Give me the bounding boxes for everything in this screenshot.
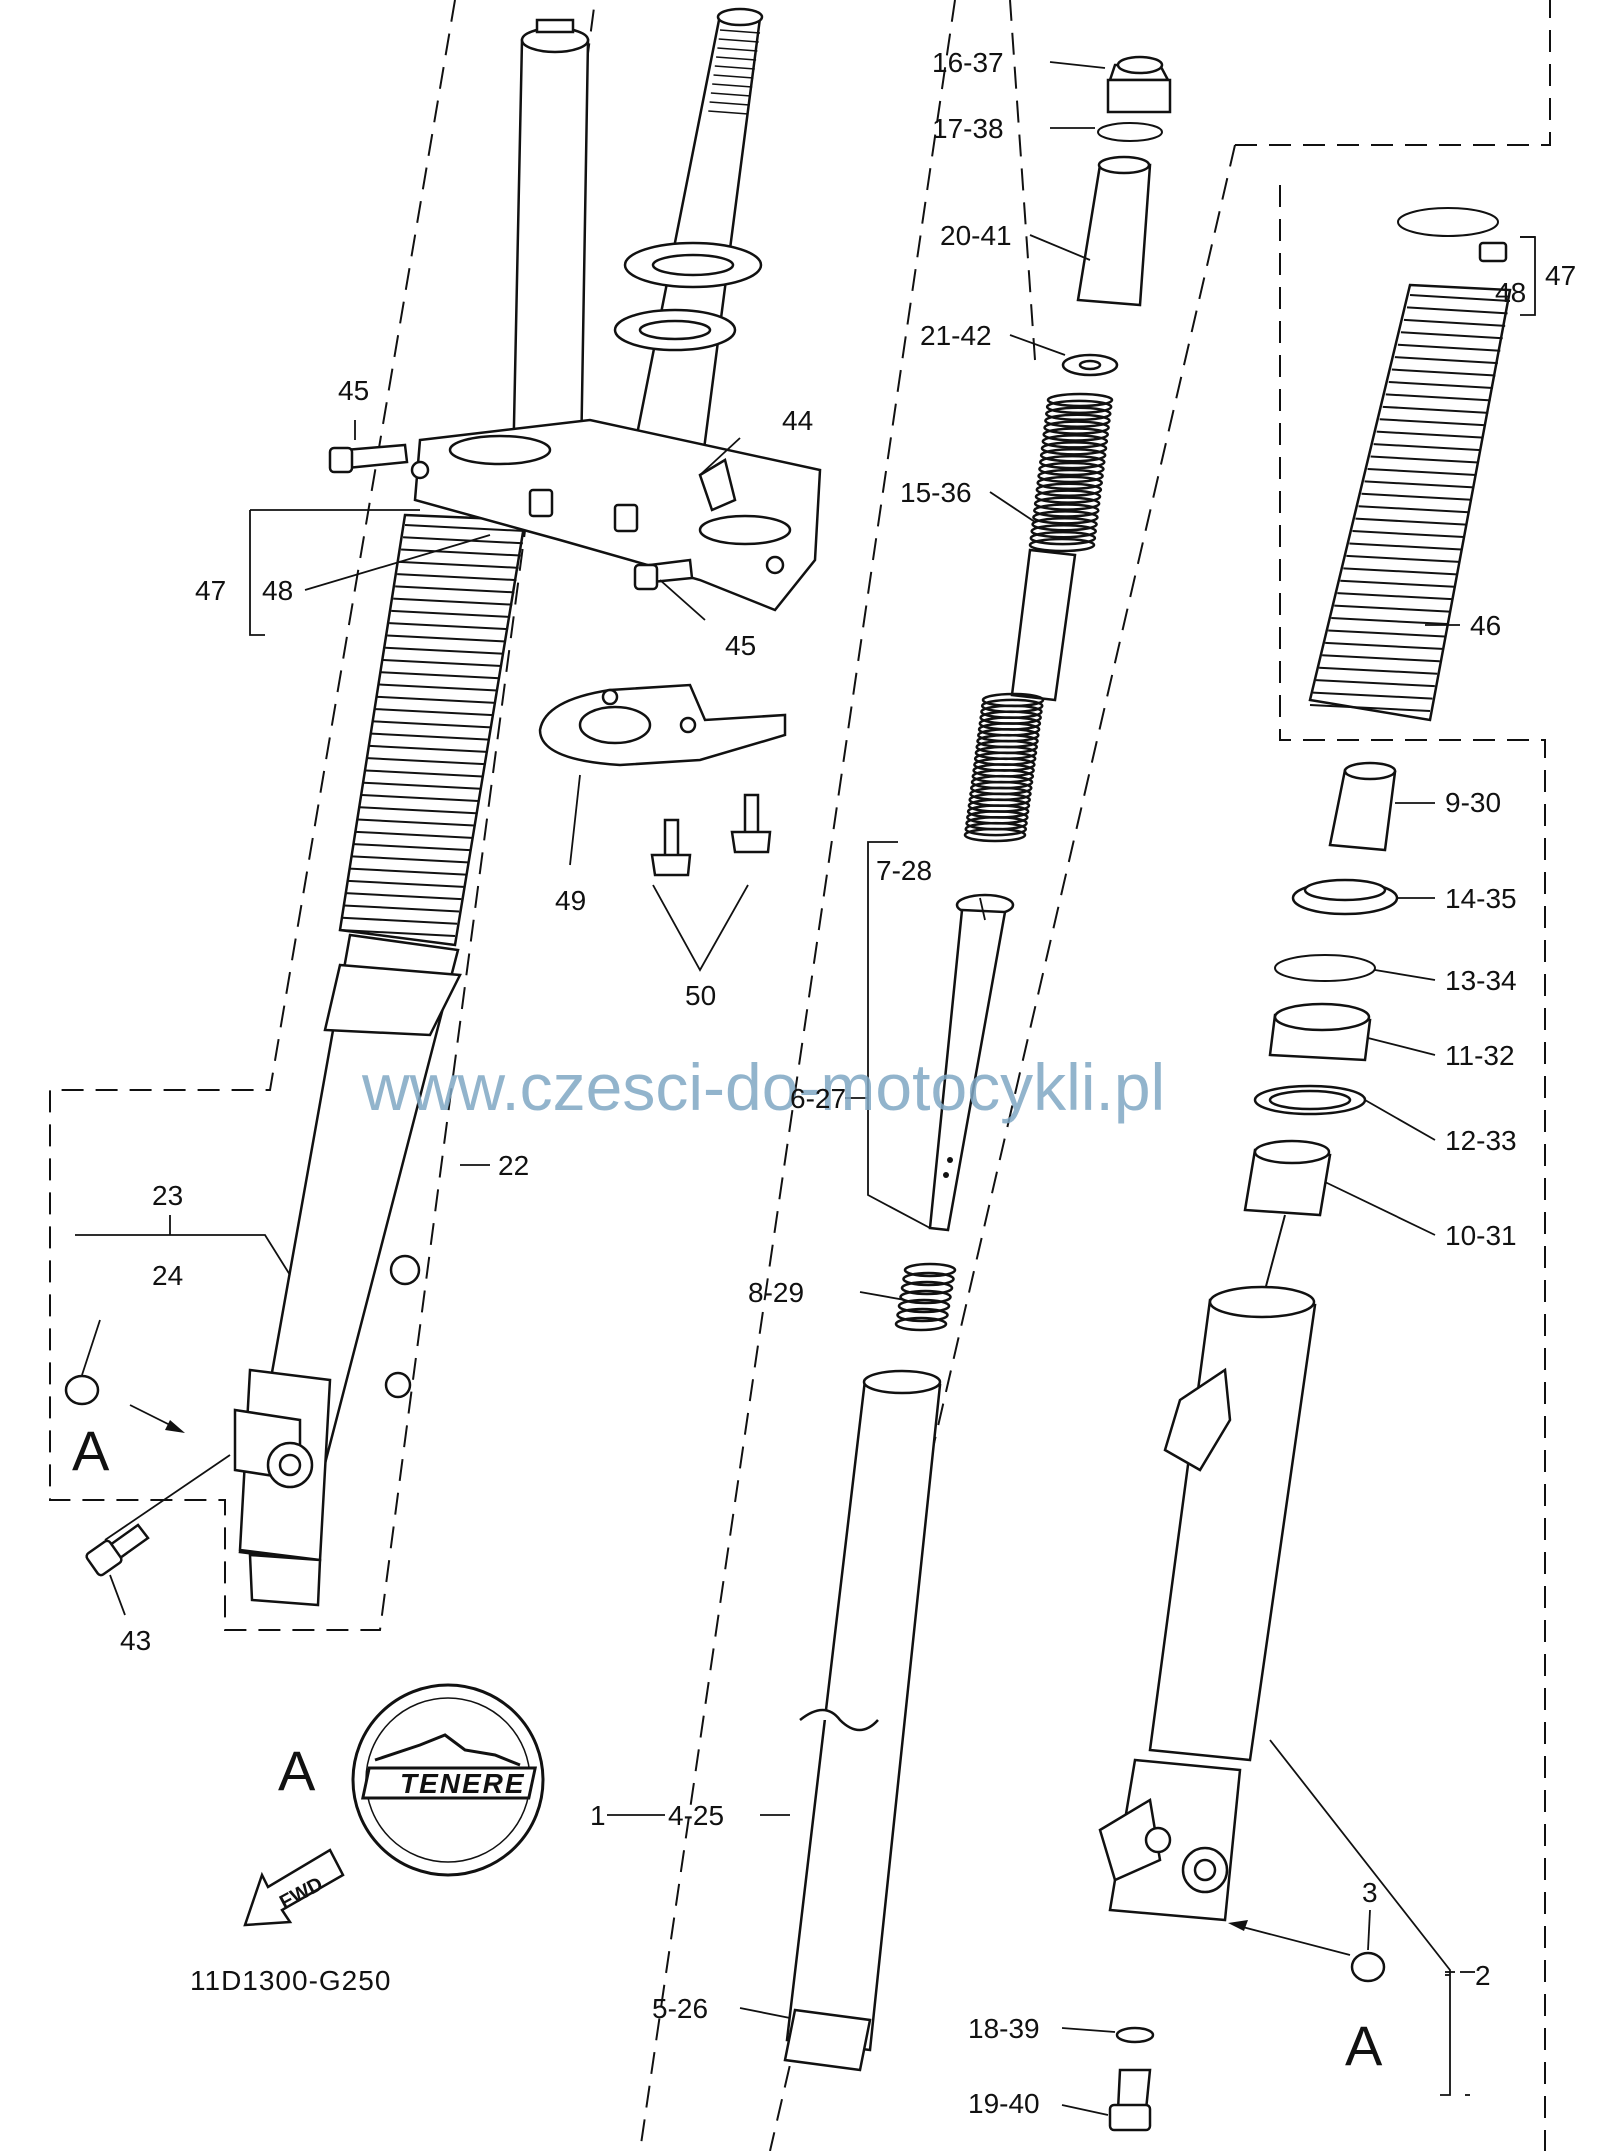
leader-lines (75, 61, 1536, 2116)
callout-23: 23 (152, 1180, 183, 1211)
callout-10-31: 10-31 (1445, 1220, 1517, 1251)
center-internals (783, 55, 1172, 2132)
right-fork-assembly (1098, 207, 1512, 1922)
callout-45-lower: 45 (725, 630, 756, 661)
callout-4-25: 4-25 (668, 1800, 724, 1831)
view-letter-right: A (1345, 2014, 1383, 2077)
tenere-emblem: TENERE (351, 1683, 545, 1877)
callout-20-41: 20-41 (940, 220, 1012, 251)
callout-7-28: 7-28 (876, 855, 932, 886)
watermark: www.czesci-do-motocykli.pl (361, 1050, 1165, 1124)
left-boot-ribs (339, 524, 526, 937)
callout-45-upper: 45 (338, 375, 369, 406)
callout-2: 2 (1475, 1960, 1491, 1991)
steering-stem (613, 7, 764, 482)
callout-5-26: 5-26 (652, 1993, 708, 2024)
callout-19-40: 19-40 (968, 2088, 1040, 2119)
callout-47-right: 47 (1545, 260, 1576, 291)
callout-50: 50 (685, 980, 716, 1011)
stem-threads (708, 29, 761, 115)
view-letter-left: A (72, 1419, 110, 1482)
callout-15-36: 15-36 (900, 477, 972, 508)
callout-18-39: 18-39 (968, 2013, 1040, 2044)
callout-14-35: 14-35 (1445, 883, 1517, 914)
callout-44: 44 (782, 405, 813, 436)
callout-16-37: 16-37 (932, 47, 1004, 78)
catalog-code: 11D1300-G250 (190, 1965, 391, 1996)
bolts-45 (328, 443, 694, 591)
callout-46: 46 (1470, 610, 1501, 641)
fwd-arrow: FWD (243, 1848, 345, 1927)
handlebar-holder-49 (538, 683, 787, 767)
spring-8-29 (894, 1262, 957, 1332)
cap-24 (64, 1374, 100, 1406)
callout-48-left: 48 (262, 575, 293, 606)
callout-21-42: 21-42 (920, 320, 992, 351)
callout-43: 43 (120, 1625, 151, 1656)
callout-48-right: 48 (1495, 277, 1526, 308)
emblem-text: TENERE (400, 1768, 526, 1799)
upper-bracket-44 (410, 418, 822, 612)
right-boot-ribs (1309, 294, 1511, 712)
bolt-43 (85, 1523, 150, 1577)
callout-24: 24 (152, 1260, 183, 1291)
callout-13-34: 13-34 (1445, 965, 1517, 996)
callout-47-left: 47 (195, 575, 226, 606)
callout-49: 49 (555, 885, 586, 916)
callout-22: 22 (498, 1150, 529, 1181)
callout-12-33: 12-33 (1445, 1125, 1517, 1156)
callouts: 1 2 3 4-25 5-26 6-27 7-28 8-29 9-30 10-3… (120, 47, 1576, 2119)
callout-11-32: 11-32 (1445, 1040, 1515, 1071)
spring-15-36 (1028, 392, 1114, 553)
left-fork-assembly (233, 18, 590, 1607)
callout-8-29: 8-29 (748, 1277, 804, 1308)
callout-6-27: 6-27 (790, 1083, 846, 1114)
callout-1: 1 (590, 1800, 606, 1831)
view-letter-emblem: A (278, 1739, 316, 1802)
callout-9-30: 9-30 (1445, 787, 1501, 818)
callout-3: 3 (1362, 1877, 1378, 1908)
callout-17-38: 17-38 (932, 113, 1004, 144)
cap-3 (1350, 1951, 1386, 1983)
spring-15-36-lower (963, 692, 1045, 843)
bolts-50 (650, 793, 772, 877)
